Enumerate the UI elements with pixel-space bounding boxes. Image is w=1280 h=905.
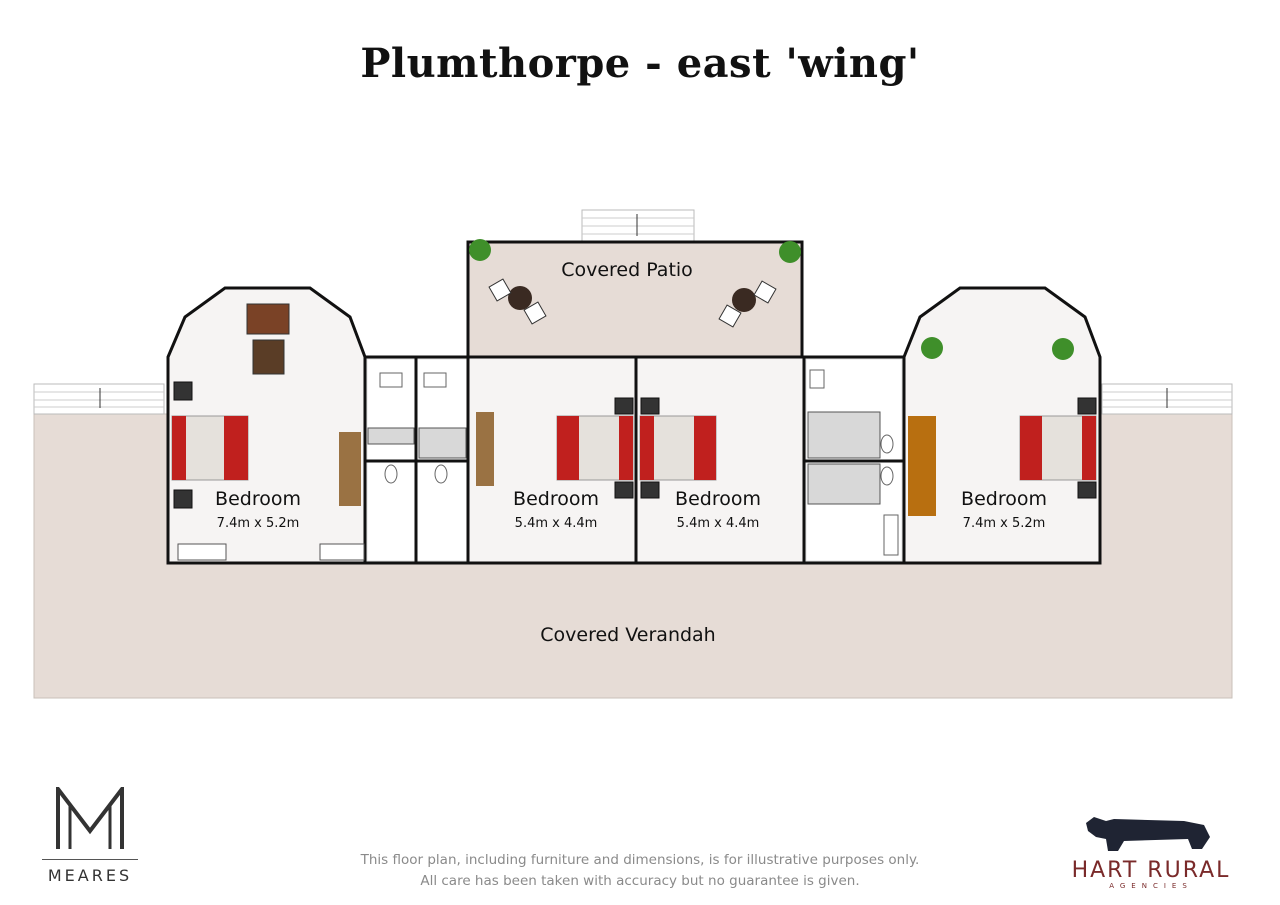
bedroom1-dim: 7.4m x 5.2m [216,516,300,531]
bed-3 [639,415,717,481]
armchair [252,339,285,375]
bedroom3-dim: 5.4m x 4.4m [676,516,760,531]
meares-logo-icon [56,787,124,849]
bedroom2-dim: 5.4m x 4.4m [514,516,598,531]
bedroom2-label: Bedroom [513,488,599,510]
plant-icon [1052,338,1074,360]
steps-right [1101,383,1233,415]
plant-icon [779,241,801,263]
meares-divider [42,859,138,860]
verandah-label: Covered Verandah [540,624,716,646]
bed-4 [1019,415,1097,481]
bed-2 [556,415,634,481]
plant-icon [469,239,491,261]
desk-2 [476,412,494,486]
bedroom4-dim: 7.4m x 5.2m [962,516,1046,531]
bull-logo-icon [1086,817,1210,851]
steps-left [33,383,165,415]
disclaimer-line2: All care has been taken with accuracy bu… [420,873,860,889]
bedroom4-room [902,286,1102,565]
patio-table-right [718,280,777,328]
plant-icon [921,337,943,359]
bedroom1-room [166,286,367,565]
bedroom1-label: Bedroom [215,488,301,510]
disclaimer-line1: This floor plan, including furniture and… [360,852,920,868]
hart-rural-subtitle: AGENCIES [1109,882,1193,890]
bedroom3-label: Bedroom [675,488,761,510]
meares-logo-text: MEARES [47,866,133,885]
patio-label: Covered Patio [561,259,693,281]
bed-1 [171,415,249,481]
hart-rural-logo-text: HART RURAL [1071,858,1231,883]
desk-4 [908,416,936,516]
desk-1 [339,432,361,506]
fireplace [246,303,290,335]
steps-top [581,209,695,243]
bedroom4-label: Bedroom [961,488,1047,510]
plan-title: Plumthorpe - east 'wing' [360,40,920,87]
patio-table-left [488,278,547,325]
